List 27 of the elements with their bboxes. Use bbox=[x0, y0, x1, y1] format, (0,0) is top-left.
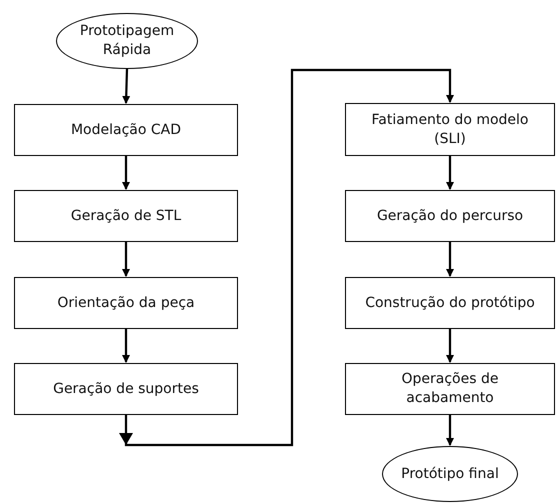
process-box bbox=[14, 277, 238, 329]
node-label: Orientação da peça bbox=[57, 294, 195, 312]
node-label: Geração de suportes bbox=[53, 380, 199, 398]
arrow bbox=[446, 156, 454, 190]
node-label: Modelação CAD bbox=[70, 120, 182, 140]
node-label: Prototipagem Rápida bbox=[78, 22, 176, 60]
process-box bbox=[345, 277, 555, 329]
process-box bbox=[345, 190, 555, 242]
node-label: Geração de STL bbox=[70, 206, 182, 226]
arrow bbox=[119, 68, 454, 446]
arrow bbox=[122, 156, 130, 190]
process-box bbox=[345, 103, 555, 156]
process-box bbox=[345, 363, 555, 415]
arrow bbox=[122, 329, 130, 363]
arrow bbox=[446, 415, 454, 446]
process-box bbox=[14, 363, 238, 415]
arrow bbox=[446, 242, 454, 277]
process-box bbox=[14, 190, 238, 242]
node-label: Geração do percurso bbox=[376, 206, 524, 226]
node-label: Construção do protótipo bbox=[365, 294, 535, 312]
process-box bbox=[14, 104, 238, 156]
node-label: Fatiamento do modelo (SLI) bbox=[370, 110, 530, 148]
arrow bbox=[122, 242, 130, 277]
arrow bbox=[122, 68, 130, 104]
node-label: Operações de acabamento bbox=[400, 370, 500, 408]
arrow bbox=[446, 329, 454, 363]
node-label: Protótipo final bbox=[401, 464, 499, 484]
